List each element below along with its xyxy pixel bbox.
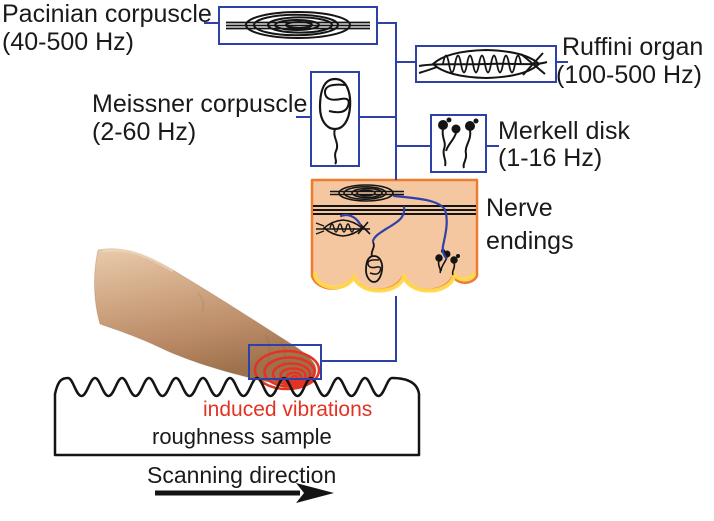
scallop-glow xyxy=(313,266,476,293)
label-merkel-range: (1-16 Hz) xyxy=(498,144,603,172)
connector-merkel-stub xyxy=(487,145,499,147)
label-ruffini-range: (100-500 Hz) xyxy=(556,61,702,89)
box-fingertip-roi xyxy=(248,344,322,380)
roughness-sample-fill xyxy=(55,378,419,455)
merkel-disk-illustration xyxy=(438,117,479,169)
ruffini-organ-illustration xyxy=(418,48,548,80)
box-pacinian xyxy=(218,6,378,45)
connector-ruffini xyxy=(397,61,415,63)
connector-finger xyxy=(322,360,397,362)
meissner-corpuscle-illustration xyxy=(318,77,352,165)
connector-skin-to-finger-vertical xyxy=(395,296,397,362)
connector-trunk-vertical xyxy=(395,22,397,180)
scanning-arrow xyxy=(155,483,334,503)
label-meissner-name: Meissner corpuscle xyxy=(92,90,308,118)
box-merkel xyxy=(430,114,487,173)
mini-meissner xyxy=(365,241,384,283)
box-ruffini xyxy=(415,45,557,83)
pacinian-corpuscle-illustration xyxy=(226,11,370,39)
label-roughness-sample: roughness sample xyxy=(152,424,332,449)
label-pacinian-range: (40-500 Hz) xyxy=(2,28,134,56)
roughness-sample-shape xyxy=(53,376,421,457)
label-meissner-range: (2-60 Hz) xyxy=(92,118,197,146)
label-ruffini-name: Ruffini organ xyxy=(562,33,704,61)
skin-cross-section xyxy=(310,178,479,293)
label-nerve-endings: Nerve endings xyxy=(486,194,574,255)
mini-pacinian xyxy=(330,184,404,202)
connector-merkel xyxy=(397,145,430,147)
mini-ruffini xyxy=(315,219,371,237)
label-merkel-name: Merkell disk xyxy=(498,117,630,145)
label-scanning-direction: Scanning direction xyxy=(147,462,337,488)
connector-pacinian-trunk xyxy=(378,22,397,24)
connector-ruffini-stub xyxy=(555,61,568,63)
connector-meissner-label xyxy=(296,116,310,118)
label-induced-vibrations: induced vibrations xyxy=(203,398,373,421)
connector-pacinian-label xyxy=(204,22,218,24)
nerve-fibers xyxy=(339,194,448,260)
connector-meissner-trunk xyxy=(360,116,397,118)
box-meissner xyxy=(310,71,360,167)
label-pacinian-name: Pacinian corpuscle xyxy=(2,0,212,28)
